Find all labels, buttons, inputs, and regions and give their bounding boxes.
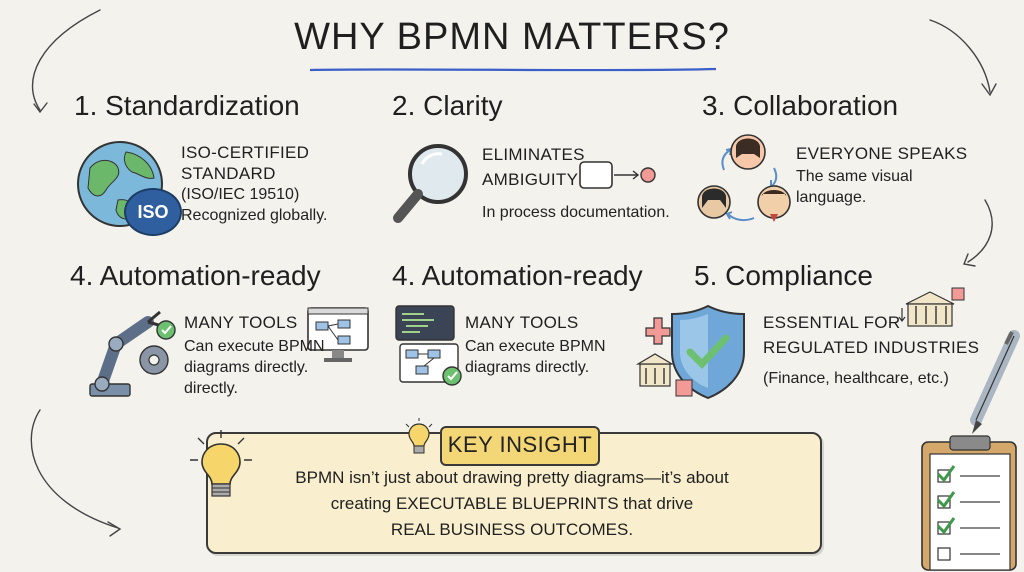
key-insight-label: KEY INSIGHT xyxy=(440,426,600,466)
small-lightbulb-icon xyxy=(405,418,433,454)
card-body-automation-ready-2: Can execute BPMN diagrams directly. xyxy=(465,338,606,376)
magnifier-icon xyxy=(393,144,468,223)
people-cycle-icon xyxy=(697,134,791,222)
card-body-compliance: (Finance, healthcare, etc.) xyxy=(763,370,949,387)
card-body-automation-ready-1: Can execute BPMN diagrams directly. dire… xyxy=(184,338,325,397)
card-caption-automation-ready-2: MANY TOOLS xyxy=(465,313,579,332)
code-window-icon xyxy=(395,305,462,386)
iso-badge: ISO xyxy=(124,188,182,236)
process-mini-diagram xyxy=(579,161,656,189)
card-caption-clarity: ELIMINATES AMBIGUITY xyxy=(482,145,585,189)
robot-arm-icon xyxy=(89,310,176,397)
card-title-automation-ready-1: 4. Automation-ready xyxy=(70,260,321,291)
card-caption-compliance: ESSENTIAL FOR REGULATED INDUSTRIES xyxy=(763,313,980,357)
card-title-automation-ready-2: 4. Automation-ready xyxy=(392,260,643,291)
clipboard-checklist-icon xyxy=(921,435,1017,571)
card-body-clarity: In process documentation. xyxy=(482,204,670,221)
card-body-standardization: (ISO/IEC 19510) Recognized globally. xyxy=(181,186,328,224)
card-caption-automation-ready-1: MANY TOOLS xyxy=(184,313,298,332)
shield-icon xyxy=(636,304,745,400)
arrow-bottom-left xyxy=(30,409,119,529)
page-title: WHY BPMN MATTERS? xyxy=(294,16,730,58)
insight-line-1: BPMN isn’t just about drawing pretty dia… xyxy=(295,468,729,487)
card-title-collaboration: 3. Collaboration xyxy=(702,90,899,121)
card-caption-collaboration: EVERYONE SPEAKS xyxy=(796,144,968,163)
title-underline xyxy=(309,67,717,72)
insight-line-2: creating EXECUTABLE BLUEPRINTS that driv… xyxy=(330,494,694,513)
monitor-diagram-icon xyxy=(307,307,369,362)
card-caption-standardization: ISO-CERTIFIED STANDARD xyxy=(181,143,310,183)
card-body-collaboration: The same visual language. xyxy=(796,168,913,206)
insight-line-3: REAL BUSINESS OUTCOMES. xyxy=(390,520,634,539)
arrow-top-left xyxy=(31,9,101,111)
arrow-top-right xyxy=(929,19,991,93)
bank-icon xyxy=(898,287,965,327)
pen-icon xyxy=(970,330,1020,434)
card-title-clarity: 2. Clarity xyxy=(392,90,503,121)
card-title-standardization: 1. Standardization xyxy=(74,90,300,121)
lightbulb-icon xyxy=(190,430,252,497)
card-title-compliance: 5. Compliance xyxy=(694,260,873,291)
arrow-right-mid xyxy=(967,199,993,263)
